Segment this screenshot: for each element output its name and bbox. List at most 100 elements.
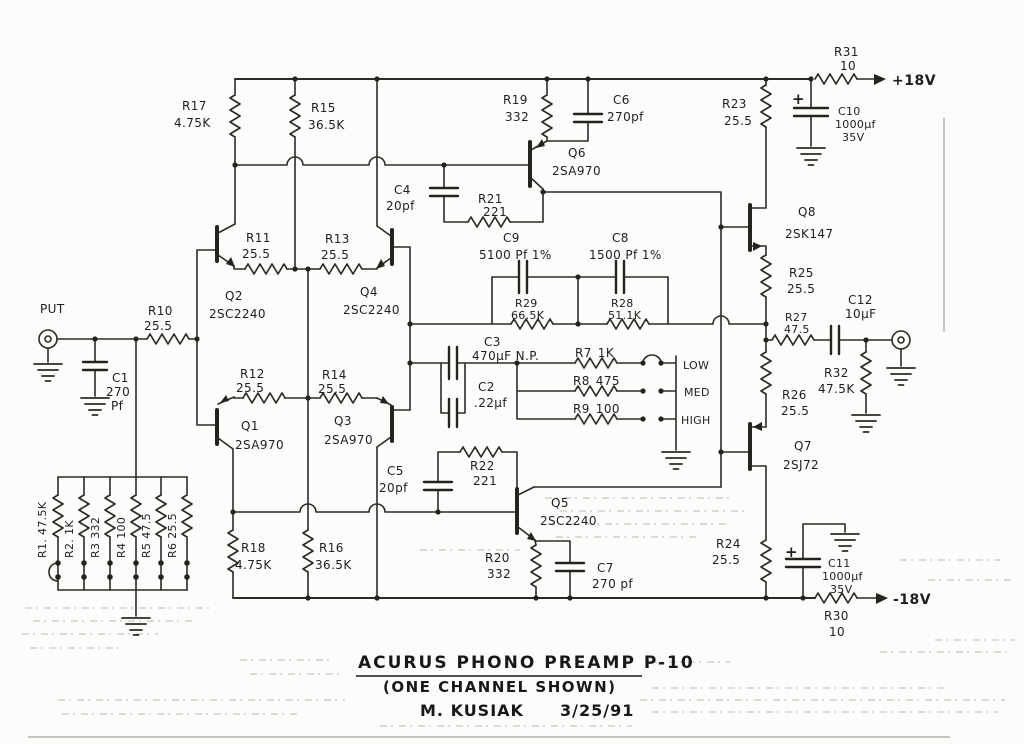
label-R3: R3332 <box>89 517 102 558</box>
ground-symbol <box>121 617 151 636</box>
resistor-R25-symbol <box>760 254 772 298</box>
capacitor-C4-symbol <box>428 186 460 198</box>
capacitor-C7-symbol <box>554 561 586 573</box>
resistor-R9-symbol <box>574 413 618 425</box>
resistor-R20-symbol <box>530 544 542 588</box>
capacitor-C5-symbol <box>422 480 454 492</box>
ground-symbol <box>80 397 110 416</box>
ground-symbol <box>886 367 916 386</box>
output-jack <box>891 330 911 350</box>
capacitor-C2-symbol <box>447 397 459 429</box>
resistor-R4-symbol <box>130 494 142 538</box>
ground-symbol <box>661 451 691 470</box>
capacitor-C10-symbol <box>792 106 830 118</box>
capacitor-symbols <box>81 106 841 573</box>
transistor-Q4-symbol <box>376 225 394 269</box>
negative-rail-label: -18V <box>893 592 931 608</box>
gain-switch-symbol <box>642 354 662 364</box>
resistor-R29-symbol <box>510 318 554 330</box>
label-R2: R2.1K <box>63 520 76 558</box>
minus-rail-arrow-icon <box>876 593 888 604</box>
ground-symbol <box>830 533 860 552</box>
resistor-R2-symbol <box>78 494 90 538</box>
resistor-R21-symbol <box>467 216 511 228</box>
resistor-R16-symbol <box>302 529 314 573</box>
resistor-R12-symbol <box>242 392 286 404</box>
input-jack <box>38 329 58 349</box>
label-C11-polarity: + <box>785 543 798 561</box>
transistor-Q1-symbol <box>215 395 235 450</box>
resistor-R28-symbol <box>606 318 650 330</box>
label-C10-polarity: + <box>792 90 805 108</box>
capacitor-C12-symbol <box>829 324 841 356</box>
resistor-R26-symbol <box>760 351 772 395</box>
capacitor-C3-symbol <box>447 345 459 381</box>
input-label: PUT <box>40 302 65 316</box>
label-R5: R547.5 <box>140 513 153 558</box>
switch-position-low-label: LOW <box>683 359 709 372</box>
label-C2: C2.22μf <box>474 380 507 410</box>
resistor-R7-symbol <box>574 357 618 369</box>
resistor-R18-symbol <box>227 529 239 573</box>
label-R1: R1.47.5K <box>36 501 49 558</box>
plus-rail-arrow-icon <box>874 74 886 85</box>
capacitor-C1-symbol <box>81 360 109 372</box>
transistor-Q6-symbol <box>528 139 548 190</box>
resistor-R32-symbol <box>860 351 872 395</box>
resistor-R8-symbol <box>574 385 618 397</box>
resistor-R17-symbol <box>229 94 241 138</box>
resistor-R15-symbol <box>289 94 301 138</box>
capacitor-C6-symbol <box>572 112 604 124</box>
resistor-R10-symbol <box>146 333 190 345</box>
resistor-R19-symbol <box>541 94 553 138</box>
ground-symbol <box>851 414 881 433</box>
resistor-R5-symbol <box>155 494 167 538</box>
resistor-R22-symbol <box>459 446 503 458</box>
switch-position-high-label: HIGH <box>681 414 711 427</box>
scan-artifacts <box>22 118 1015 738</box>
resistor-R30-symbol <box>814 592 858 604</box>
transistor-Q3-symbol <box>376 396 394 448</box>
resistor-R14-symbol <box>319 392 363 404</box>
transistor-Q8-symbol <box>748 203 762 252</box>
switch-position-med-label: MED <box>684 386 710 399</box>
resistor-R23-symbol <box>760 84 772 128</box>
resistor-R13-symbol <box>319 263 363 275</box>
resistor-R24-symbol <box>760 539 772 583</box>
resistor-R6-symbol <box>181 494 193 538</box>
capacitor-C11-symbol <box>784 557 822 569</box>
resistor-R3-symbol <box>104 494 116 538</box>
